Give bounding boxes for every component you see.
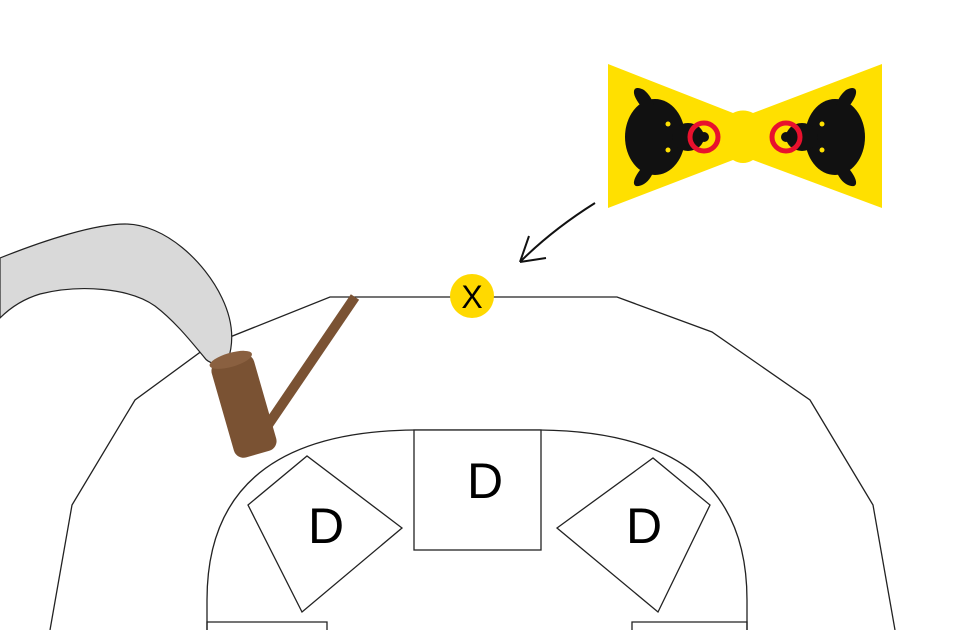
slot-center-label: D [467, 453, 503, 509]
slot-right-label: D [626, 498, 662, 554]
mallet-handle [261, 294, 360, 431]
bull-head-right-icon [769, 87, 865, 187]
mallet-head [211, 354, 277, 458]
slot-center [413, 429, 542, 551]
pointer-arrow [519, 202, 596, 263]
flag-icon [608, 64, 882, 208]
slot-left [247, 455, 404, 614]
flag-shape [608, 64, 882, 208]
blade-shape [0, 223, 233, 365]
bottom-left-box [206, 621, 328, 630]
slot-right [555, 457, 711, 614]
bottom-right-box [631, 621, 748, 630]
x-marker-label: X [461, 279, 482, 315]
x-marker-circle [450, 274, 494, 318]
slot-left-label: D [308, 498, 344, 554]
x-marker: X [450, 274, 494, 318]
bull-head-left-icon [625, 87, 721, 187]
mallet-icon [209, 294, 360, 458]
